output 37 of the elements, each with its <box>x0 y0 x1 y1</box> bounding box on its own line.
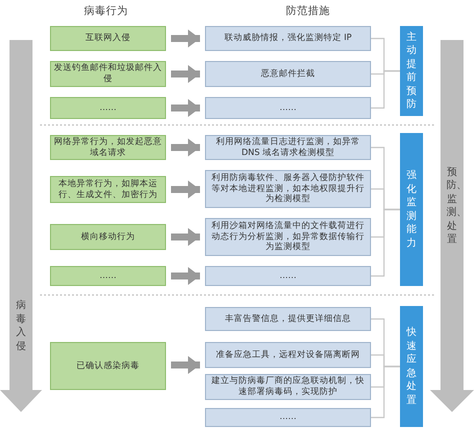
connector-line <box>371 208 400 277</box>
measure-box: …… <box>205 97 371 119</box>
measure-box: 利用沙箱对网络流量中的文件载荷进行动态行为分析监测，如异常数据传输行为监测模型 <box>205 218 371 256</box>
measure-box: …… <box>205 408 371 427</box>
category-bar: 强化监测能力 <box>400 133 423 286</box>
arrow <box>171 138 200 156</box>
arrow <box>171 99 200 117</box>
behavior-box: …… <box>50 266 166 286</box>
column-heading: 病毒行为 <box>84 4 128 18</box>
behavior-box: 网络异常行为，如发起恶意域名请求 <box>50 135 166 160</box>
arrow <box>171 228 200 246</box>
flow-arrow: 预防、监测、处置 <box>430 40 474 412</box>
behavior-box: …… <box>50 97 166 119</box>
behavior-box: 互联网入侵 <box>50 26 166 51</box>
connector-line <box>371 366 400 418</box>
flow-arrow: 病毒入侵 <box>0 40 42 412</box>
behavior-box: 已确认感染病毒 <box>50 342 166 390</box>
measure-box: 恶意邮件拦截 <box>205 61 371 87</box>
arrow <box>171 180 200 198</box>
behavior-box: 横向移动行为 <box>50 224 166 250</box>
column-heading: 防范措施 <box>286 4 330 18</box>
behavior-box: 发送钓鱼邮件和垃圾邮件入侵 <box>50 61 166 87</box>
measure-box: 准备应急工具，远程对设备隔离断网 <box>205 342 371 368</box>
measure-box: 建立与防病毒厂商的应急联动机制，快速部署病毒码，实现防护 <box>205 374 371 400</box>
measure-box: 联动威胁情报，强化监测特定 IP <box>205 26 371 51</box>
measure-box: …… <box>205 266 371 286</box>
arrow <box>171 356 200 374</box>
measure-box: 利用网络流量日志进行监测，如异常 DNS 域名请求检测模型 <box>205 135 371 160</box>
measure-box: 利用防病毒软件、服务器入侵防护软件等对本地进程监测，如本地权限提升行为检测模型 <box>205 170 371 208</box>
category-bar: 主动提前预防 <box>400 26 423 116</box>
arrow <box>171 267 200 285</box>
arrow <box>171 65 200 83</box>
arrow <box>171 30 200 48</box>
measure-box: 丰富告警信息，提供更详细信息 <box>205 307 371 331</box>
category-bar: 快速应急处置 <box>400 306 423 427</box>
behavior-box: 本地异常行为，如脚本运行、生成文件、加密行为 <box>50 176 166 203</box>
connector-line <box>371 70 400 109</box>
